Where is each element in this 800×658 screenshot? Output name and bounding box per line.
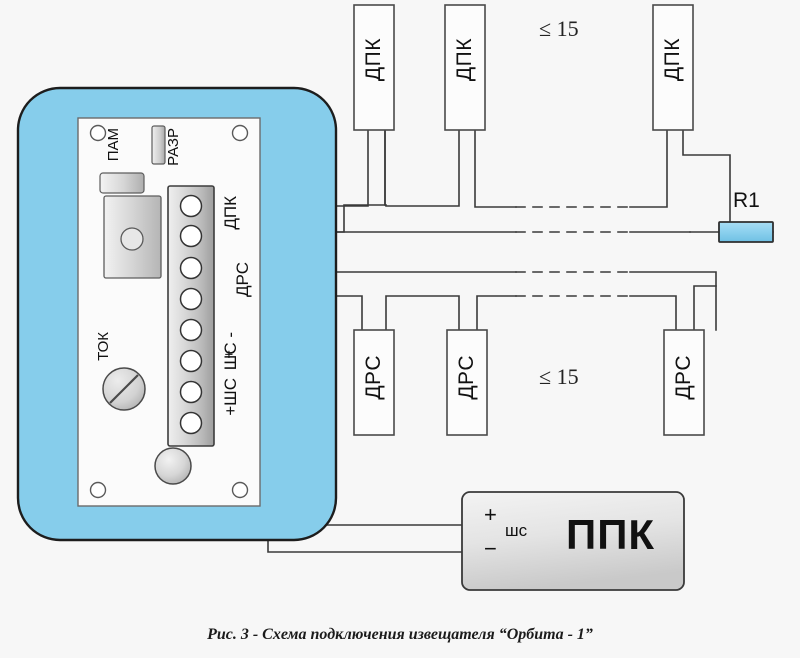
- main-component-hole: [120, 227, 144, 251]
- resistor-r1-label: R1: [733, 189, 760, 212]
- wire-drs-link-1-2: [385, 295, 460, 331]
- dpk-box-2-label: ДПК: [453, 38, 476, 82]
- dpk-box-3: [652, 4, 694, 131]
- terminal-4: [179, 287, 203, 311]
- tok-trimmer-slot: [109, 374, 139, 404]
- wire-dpk3-to-r1: [682, 129, 731, 229]
- pam-button: [99, 172, 145, 194]
- wire-drs-return-right: [629, 271, 717, 331]
- ppk-loop-label: шс: [505, 521, 528, 540]
- terminal-6: [179, 349, 203, 373]
- pam-label: ПАМ: [105, 128, 122, 162]
- status-led: [154, 447, 192, 485]
- dpk-box-1-label: ДПК: [362, 38, 385, 82]
- razr-jumper: [151, 125, 166, 165]
- wire-drs3-left-chain: [629, 295, 677, 331]
- dpk-max-count-label: ≤ 15: [539, 16, 579, 41]
- terminal-group-dpk-label: ДПК: [221, 196, 240, 230]
- resistor-r1-body: [718, 221, 774, 243]
- terminal-1: [179, 194, 203, 218]
- terminal-3: [179, 256, 203, 280]
- wire-drs2-right-chain: [476, 295, 517, 331]
- terminal-8: [179, 411, 203, 435]
- wire-dpk2-right-chain: [474, 129, 517, 208]
- drs-box-3: [663, 329, 705, 436]
- drs-box-3-label: ДРС: [672, 355, 695, 400]
- drs-box-2: [446, 329, 488, 436]
- drs-box-2-label: ДРС: [455, 355, 478, 400]
- terminal-group-shs-plus-label: +ШС: [221, 378, 240, 416]
- terminal-5: [179, 318, 203, 342]
- figure-caption: Рис. 3 - Схема подключения извещателя “О…: [207, 626, 593, 643]
- dpk-box-3-label: ДПК: [661, 38, 684, 82]
- drs-box-1: [353, 329, 395, 436]
- terminal-2: [179, 224, 203, 248]
- drs-sensor-boxes: [353, 329, 705, 436]
- dpk-sensor-boxes: [353, 4, 694, 131]
- tok-label: ТОК: [95, 332, 112, 361]
- wire-drs3-right-up: [693, 285, 717, 331]
- ppk-minus-terminal-label: −: [484, 536, 497, 561]
- drs-box-1-label: ДРС: [362, 355, 385, 400]
- terminal-7: [179, 380, 203, 404]
- ppk-title: ППК: [566, 511, 656, 558]
- dpk-box-2: [444, 4, 486, 131]
- dpk-box-1: [353, 4, 395, 131]
- ppk-plus-terminal-label: +: [484, 502, 497, 527]
- terminal-group-drs-label: ДРС: [233, 262, 252, 297]
- board-mount-holes: [89, 124, 249, 499]
- wire-dpk3-left-chain: [629, 129, 668, 208]
- terminal-plus-sign-upper: +: [221, 350, 238, 359]
- terminal-block: [167, 185, 215, 447]
- razr-label: РАЗР: [165, 128, 182, 166]
- terminal-screws: [179, 194, 203, 435]
- ppk-panel: [461, 491, 685, 591]
- drs-max-count-label: ≤ 15: [539, 364, 579, 389]
- wire-dpk2-left-chain: [385, 129, 460, 207]
